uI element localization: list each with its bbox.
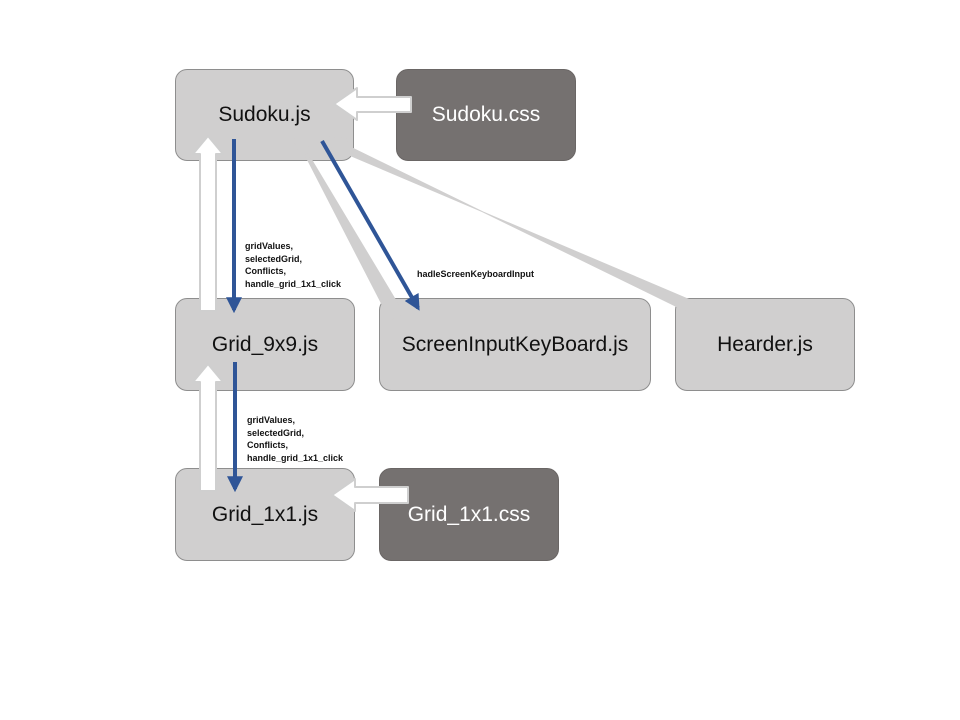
arrow-header-to-sudoku-js [325,136,710,319]
arrow-sudoku-css-to-sudoku-js [333,87,412,121]
node-sudoku-css: Sudoku.css [396,69,576,161]
label-sudoku-to-grid9x9-props: gridValues, selectedGrid, Conflicts, han… [245,241,342,289]
arrow-grid1x1-css-to-grid1x1-js [331,478,409,512]
node-hearder-js-label: Hearder.js [717,332,813,356]
node-grid-1x1-css-label: Grid_1x1.css [407,502,531,526]
node-screen-input-keyboard-js-label: ScreenInputKeyBoard.js [401,332,629,356]
label-grid9x9-to-grid1x1-props: gridValues, selectedGrid, Conflicts, han… [247,415,344,463]
node-hearder-js: Hearder.js [675,298,855,391]
label-sudoku-to-keyboard-handler: hadleScreenKeyboardInput [417,269,535,279]
arrow-grid9x9-to-sudoku-js [192,135,224,312]
node-sudoku-css-label: Sudoku.css [431,103,541,126]
node-grid-9x9-js-label: Grid_9x9.js [211,332,319,356]
arrow-keyboard-to-sudoku-js [291,132,405,321]
node-grid-1x1-css: Grid_1x1.css [379,468,559,561]
node-sudoku-js-label: Sudoku.js [218,103,311,126]
node-grid-1x1-js-label: Grid_1x1.js [211,502,319,526]
node-screen-input-keyboard-js: ScreenInputKeyBoard.js [379,298,651,391]
prop-arrow-sudoku-to-keyboard [320,140,420,311]
arrow-grid1x1-to-grid9x9 [192,363,224,492]
